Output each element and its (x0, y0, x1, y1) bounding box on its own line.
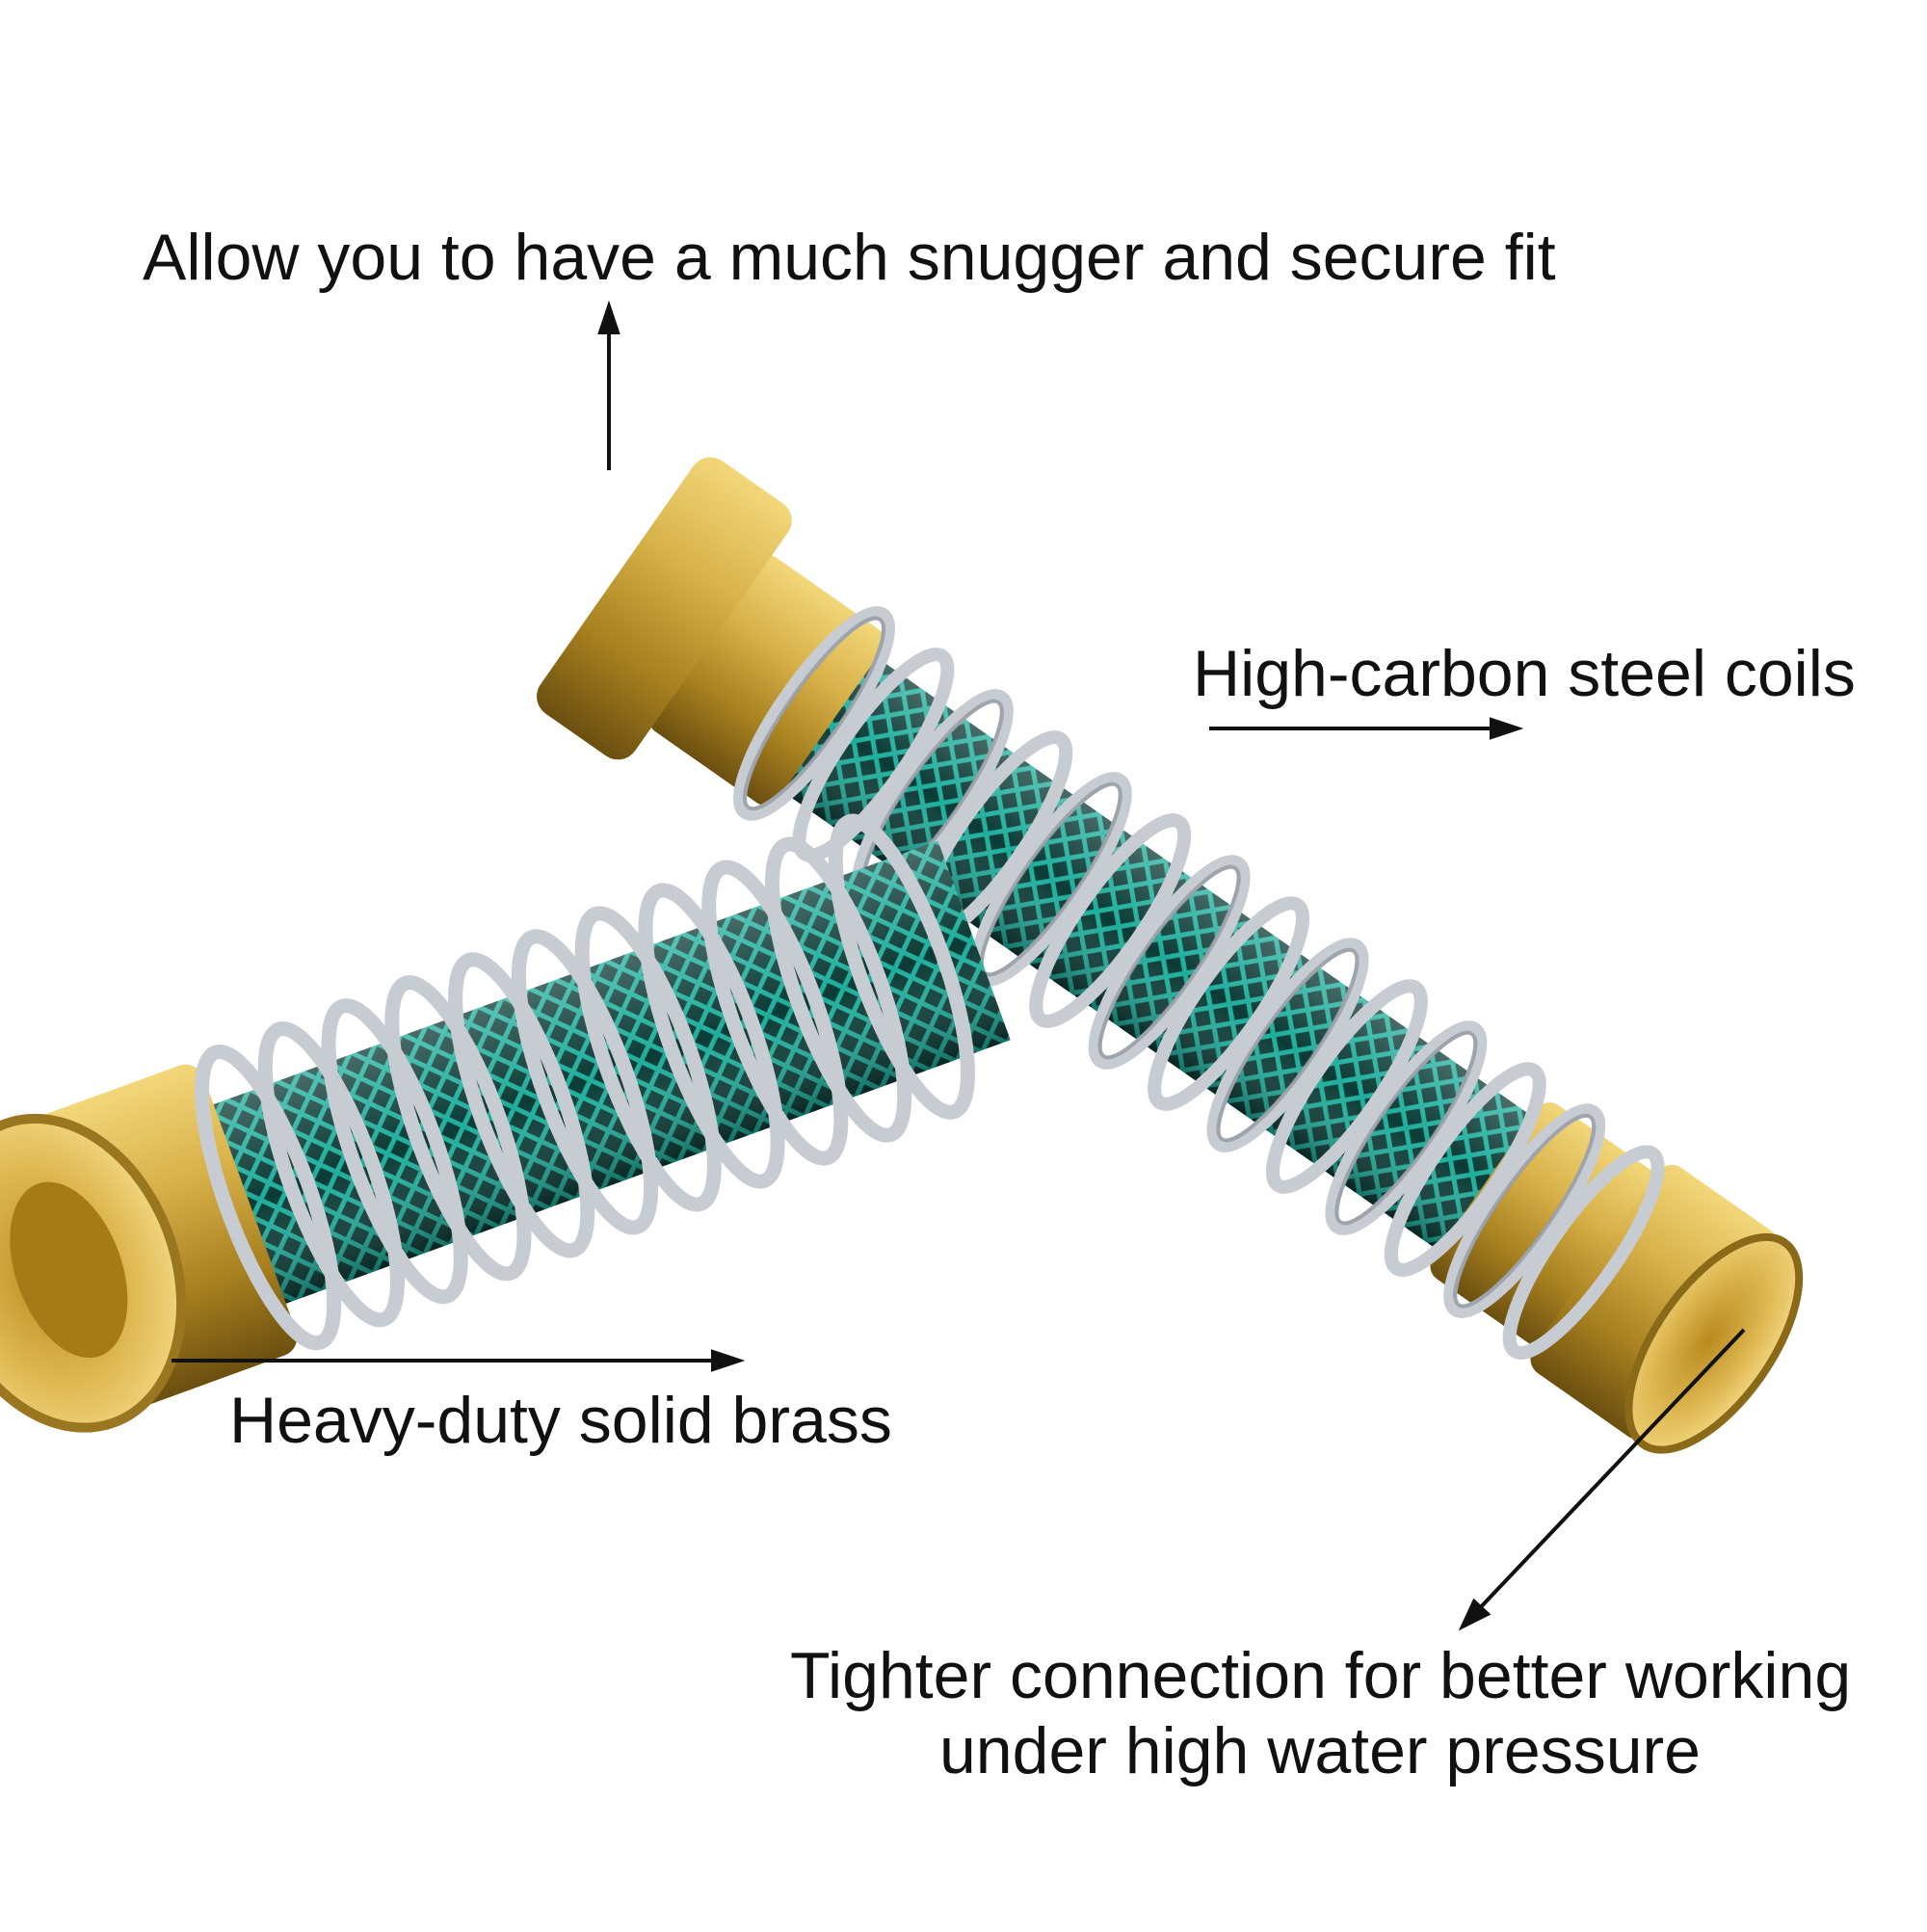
annotation-tighter-connection: Tighter connection for better working un… (790, 1638, 1852, 1788)
front-brass-opening (1624, 1232, 1804, 1454)
right-hose-assembly (537, 457, 1804, 1454)
annotation-fit: Allow you to have a much snugger and sec… (143, 221, 1556, 294)
left-steel-coils (195, 813, 975, 1351)
annotation-arrows (172, 300, 1746, 1631)
rear-brass-nut (537, 457, 792, 760)
annotation-brass: Heavy-duty solid brass (229, 1384, 892, 1457)
front-brass-thread (1530, 1164, 1780, 1440)
annotation-tighter-line2: under high water pressure (938, 1714, 1701, 1788)
annotation-tighter-line1: Tighter connection for better working (790, 1639, 1852, 1712)
annotation-coils: High-carbon steel coils (1193, 637, 1856, 710)
left-hose-assembly (0, 813, 1011, 1433)
arrow-tighter (1472, 1328, 1746, 1616)
rear-brass-collar (648, 555, 885, 806)
